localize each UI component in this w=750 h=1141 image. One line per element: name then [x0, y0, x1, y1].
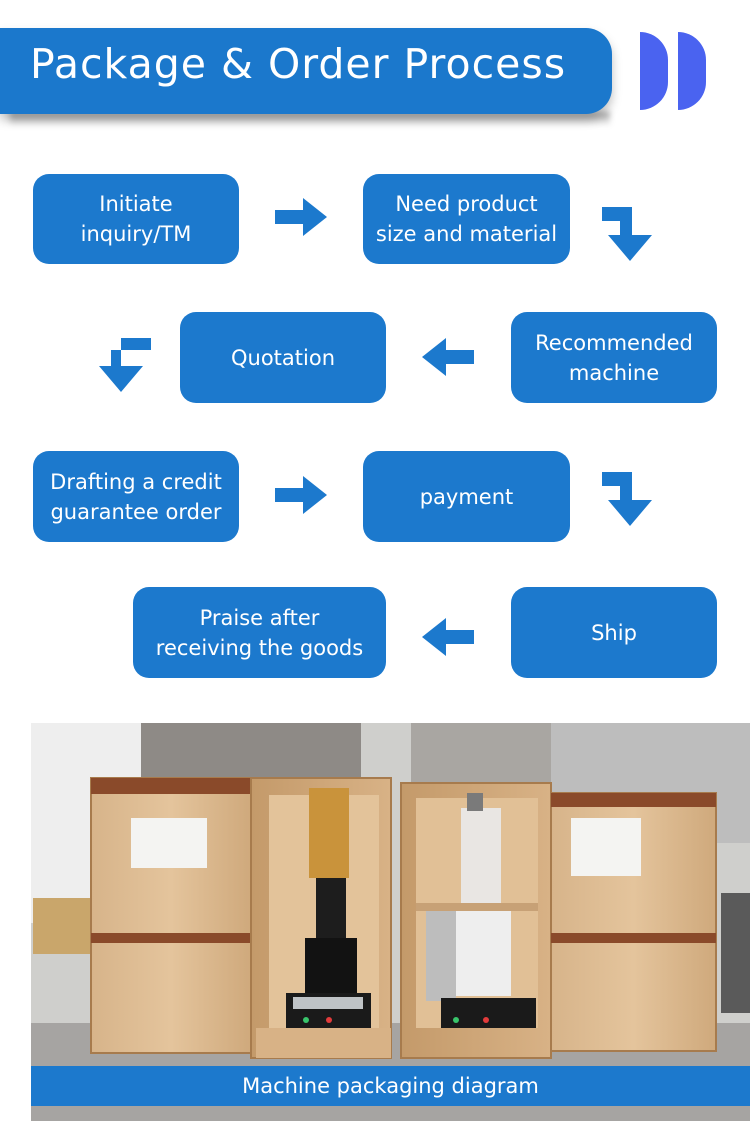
- header-decoration-bar-2: [678, 32, 706, 110]
- step-quotation: Quotation: [180, 312, 386, 403]
- step-praise-after-receiving: Praise after receiving the goods: [133, 587, 386, 678]
- packaging-photo: [31, 723, 750, 1121]
- step-need-product-size: Need product size and material: [363, 174, 570, 264]
- packaging-illustration: [31, 723, 750, 1121]
- header-banner: [0, 28, 612, 114]
- header-decoration-bar-1: [640, 32, 668, 110]
- photo-caption: Machine packaging diagram: [31, 1066, 750, 1106]
- step-payment: payment: [363, 451, 570, 542]
- step-initiate-inquiry: Initiate inquiry/TM: [33, 174, 239, 264]
- page-title: Package & Order Process: [30, 40, 567, 88]
- arrow-down-turn-icon: [602, 207, 652, 261]
- step-ship: Ship: [511, 587, 717, 678]
- step-recommended-machine: Recommended machine: [511, 312, 717, 403]
- arrow-down-turn-icon: [602, 472, 652, 526]
- arrow-down-turn-icon: [99, 338, 151, 392]
- arrow-right-icon: [275, 198, 327, 236]
- arrow-left-icon: [422, 618, 474, 656]
- arrow-left-icon: [422, 338, 474, 376]
- step-drafting-credit-order: Drafting a credit guarantee order: [33, 451, 239, 542]
- arrow-right-icon: [275, 476, 327, 514]
- header-shadow: [10, 112, 610, 126]
